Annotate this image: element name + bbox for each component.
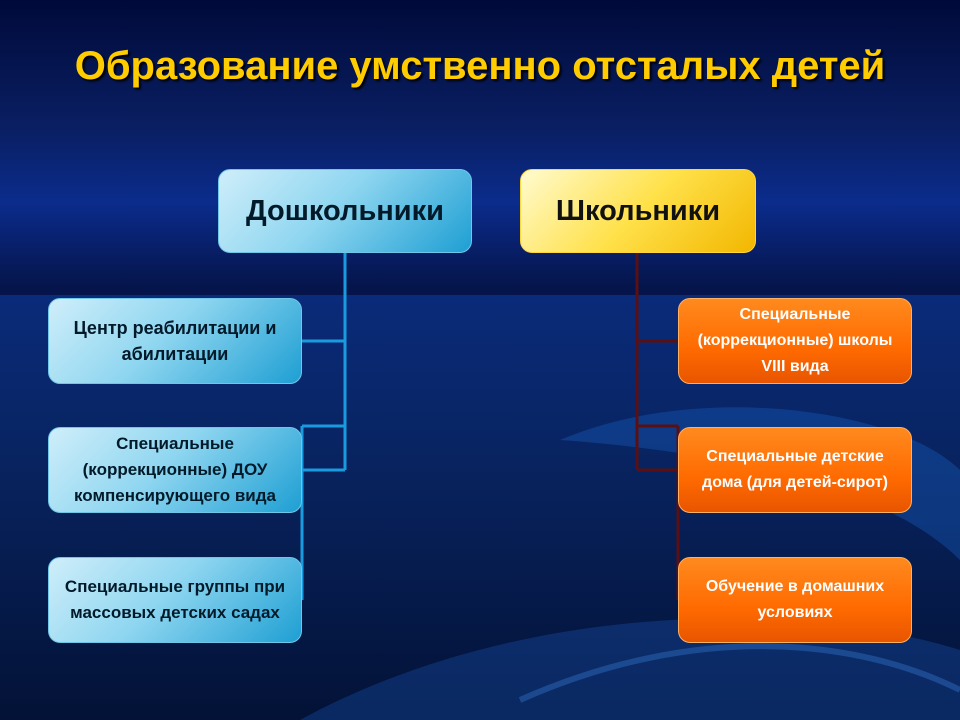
school-item-orphanages: Специальные детские дома (для детей-сиро… bbox=[678, 427, 912, 513]
preschool-item-special-dou: Специальные (коррекционные) ДОУ компенси… bbox=[48, 427, 302, 513]
school-header: Школьники bbox=[520, 169, 756, 253]
school-item-special-schools: Специальные (коррекционные) школы VIII в… bbox=[678, 298, 912, 384]
preschool-item-rehab-center: Центр реабилитации и абилитации bbox=[48, 298, 302, 384]
preschool-header: Дошкольники bbox=[218, 169, 472, 253]
school-item-home-education: Обучение в домашних условиях bbox=[678, 557, 912, 643]
slide-title: Образование умственно отсталых детей bbox=[74, 44, 886, 88]
preschool-item-special-groups: Специальные группы при массовых детских … bbox=[48, 557, 302, 643]
